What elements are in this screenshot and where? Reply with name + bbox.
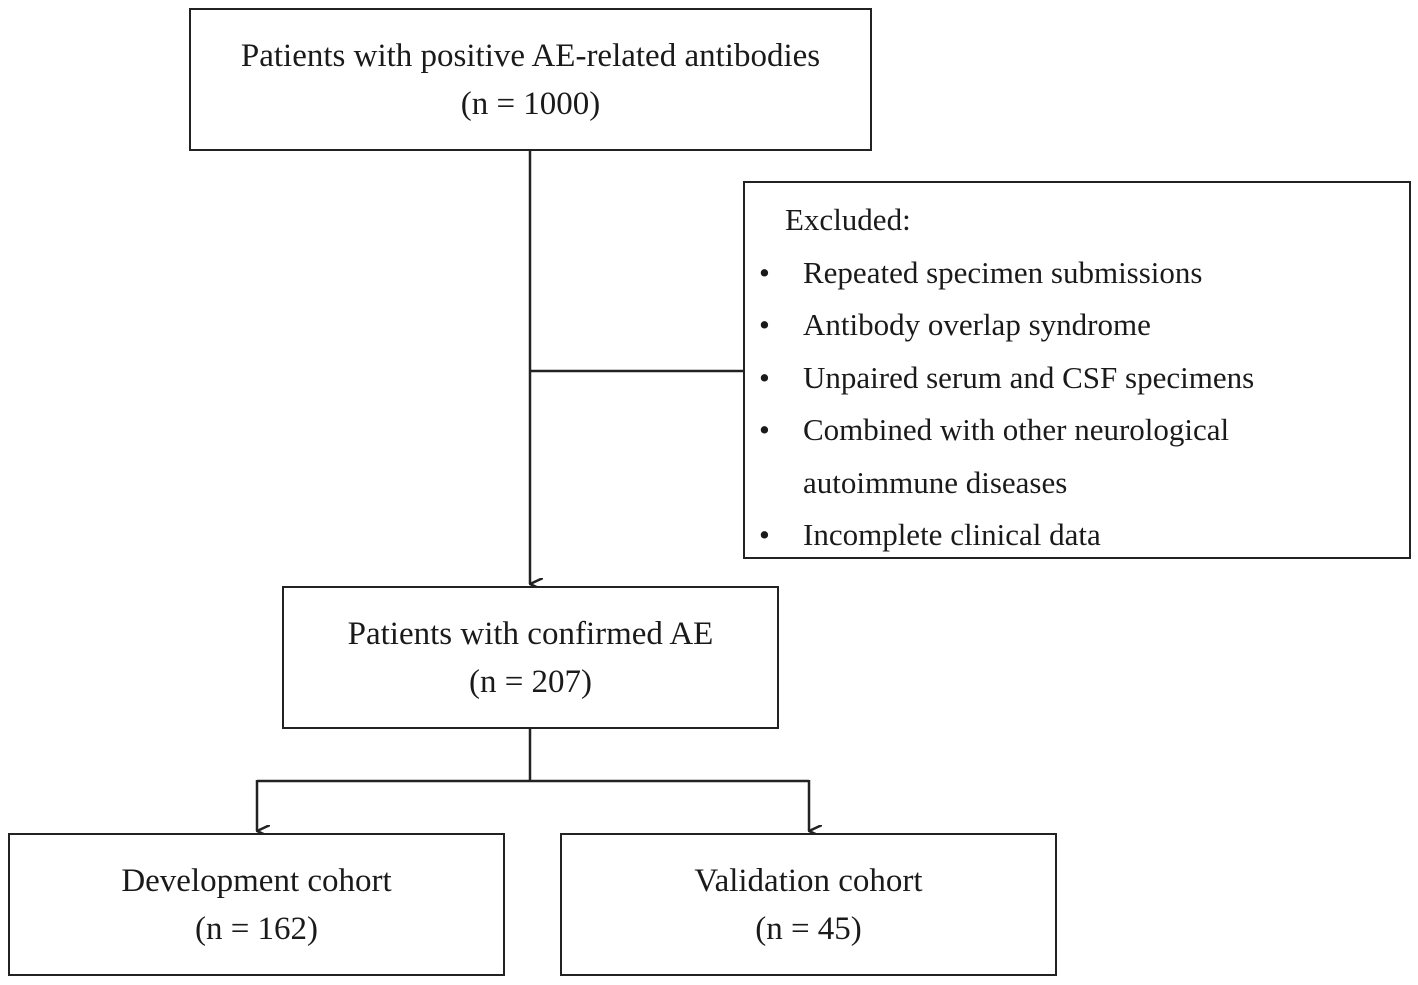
excluded-item-continuation: autoimmune diseases [803,464,1068,500]
confirmed-ae-box: Patients with confirmed AE (n = 207) [282,586,779,729]
bullet-icon: • [759,359,770,395]
bullet-icon: • [759,517,770,552]
bullet-icon: • [759,307,770,342]
excluded-item: • Combined with other neurological [745,404,1409,457]
excluded-item-text: Unpaired serum and CSF specimens [803,359,1255,395]
excluded-item-text: Repeated specimen submissions [803,254,1203,290]
excluded-item-text: Combined with other neurological [803,412,1230,447]
total-patients-title: Patients with positive AE-related antibo… [240,37,821,74]
development-cohort-box: Development cohort (n = 162) [8,833,505,976]
total-patients-box: Patients with positive AE-related antibo… [189,8,872,151]
bullet-icon: • [759,254,770,290]
development-cohort-title: Development cohort [121,862,392,899]
development-cohort-count: (n = 162) [194,910,319,947]
excluded-title: Excluded: [785,202,911,237]
excluded-item: • Repeated specimen submissions [745,247,1409,300]
validation-cohort-box: Validation cohort (n = 45) [560,833,1057,976]
bullet-icon: • [759,412,770,447]
excluded-item-text: Antibody overlap syndrome [803,307,1151,342]
excluded-item-text: Incomplete clinical data [803,517,1101,552]
excluded-list: • Repeated specimen submissions • Antibo… [745,247,1409,562]
confirmed-ae-count: (n = 207) [468,663,593,700]
excluded-item: • Incomplete clinical data [745,509,1409,562]
validation-cohort-count: (n = 45) [755,910,862,947]
total-patients-count: (n = 1000) [460,85,601,122]
excluded-box: Excluded: • Repeated specimen submission… [743,181,1411,559]
confirmed-ae-title: Patients with confirmed AE [347,615,714,652]
excluded-item: • Antibody overlap syndrome [745,299,1409,352]
excluded-item: • Unpaired serum and CSF specimens [745,352,1409,405]
validation-cohort-title: Validation cohort [694,862,923,899]
